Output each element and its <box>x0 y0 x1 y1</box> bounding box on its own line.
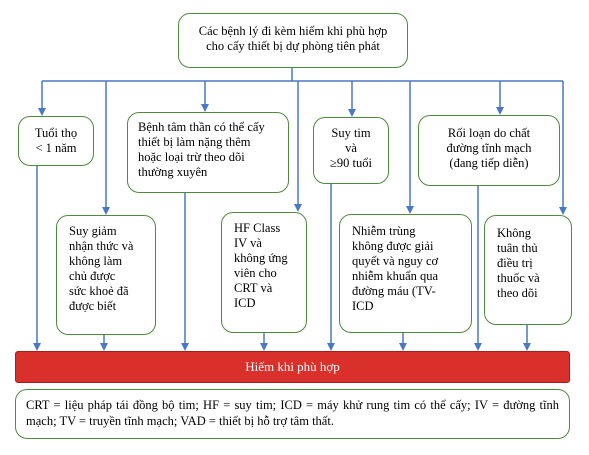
box-text-line: (đang tiếp diễn) <box>449 156 529 170</box>
box-text-line: điều trị <box>497 256 533 270</box>
box-text-line: ≥90 tuổi <box>330 156 372 170</box>
box-unresolved-infection: Nhiễm trùng không được giải quyết và ngu… <box>339 214 472 333</box>
box-text-line: thường xuyên <box>138 165 208 179</box>
box-text-line: Tuổi thọ <box>34 126 78 140</box>
box-text-line: đường máu (TV- <box>352 284 436 298</box>
box-cognitive-impairment: Suy giảm nhận thức và không làm chủ được… <box>56 215 156 335</box>
box-text-line: HF Class <box>234 221 281 235</box>
box-text-line: viên cho <box>234 266 277 280</box>
box-text-line: không ứng <box>234 251 288 265</box>
box-text-line: được biết <box>69 299 117 313</box>
box-life-expectancy: Tuổi thọ < 1 năm <box>18 116 94 166</box>
top-box-line: Các bệnh lý đi kèm hiếm khi phù hợp <box>198 24 388 38</box>
top-box-line: cho cấy thiết bị dự phòng tiên phát <box>206 39 380 53</box>
box-text-line: Nhiễm trùng <box>352 224 416 238</box>
box-text-line: Bệnh tâm thần có thể cấy <box>138 120 265 134</box>
box-text-line: CRT và <box>234 281 273 295</box>
box-text-line: IV và <box>234 236 262 250</box>
box-text-line: Suy tim <box>331 126 371 140</box>
box-hf-class-iv: HF Class IV và không ứng viên cho CRT và… <box>221 212 307 333</box>
box-psychiatric-illness: Bệnh tâm thần có thể cấy thiết bị làm nặ… <box>127 112 289 193</box>
box-text-line: không được giải <box>352 239 434 253</box>
box-text-line: thuốc và <box>497 271 540 285</box>
box-intravenous-disorder: Rối loạn do chất đường tĩnh mạch (đang t… <box>418 115 560 186</box>
box-text-line: tuân thủ <box>497 241 538 255</box>
legend-text: CRT = liệu pháp tái đồng bộ tim; HF = su… <box>26 398 559 428</box>
box-text-line: hoặc loại trừ theo dõi <box>138 150 245 164</box>
box-heart-failure-age: Suy tim và ≥90 tuổi <box>313 117 389 184</box>
box-text-line: theo dõi <box>497 286 538 300</box>
box-text-line: thiết bị làm nặng thêm <box>138 135 251 149</box>
box-text-line: ICD <box>352 299 374 313</box>
box-text-line: nhận thức và <box>69 239 134 253</box>
top-condition-box: Các bệnh lý đi kèm hiếm khi phù hợp cho … <box>178 13 408 68</box>
box-text-line: quyết và nguy cơ <box>352 254 439 268</box>
rarely-appropriate-label: Hiếm khi phù hợp <box>245 359 340 374</box>
box-text-line: nhiễm khuẩn qua <box>352 269 439 283</box>
box-text-line: đường tĩnh mạch <box>446 141 532 155</box>
box-treatment-nonadherence: Không tuân thủ điều trị thuốc và theo dõ… <box>484 215 572 325</box>
box-text-line: Suy giảm <box>69 224 117 238</box>
abbreviation-legend: CRT = liệu pháp tái đồng bộ tim; HF = su… <box>15 389 570 439</box>
box-text-line: chủ được <box>69 269 116 283</box>
box-text-line: Không <box>497 226 532 240</box>
rarely-appropriate-bar: Hiếm khi phù hợp <box>15 351 570 383</box>
box-text-line: không làm <box>69 254 123 268</box>
box-text-line: và <box>345 141 357 155</box>
box-text-line: ICD <box>234 296 256 310</box>
box-text-line: < 1 năm <box>35 141 77 155</box>
box-text-line: Rối loạn do chất <box>447 126 531 140</box>
box-text-line: sức khoẻ đã <box>69 284 129 298</box>
